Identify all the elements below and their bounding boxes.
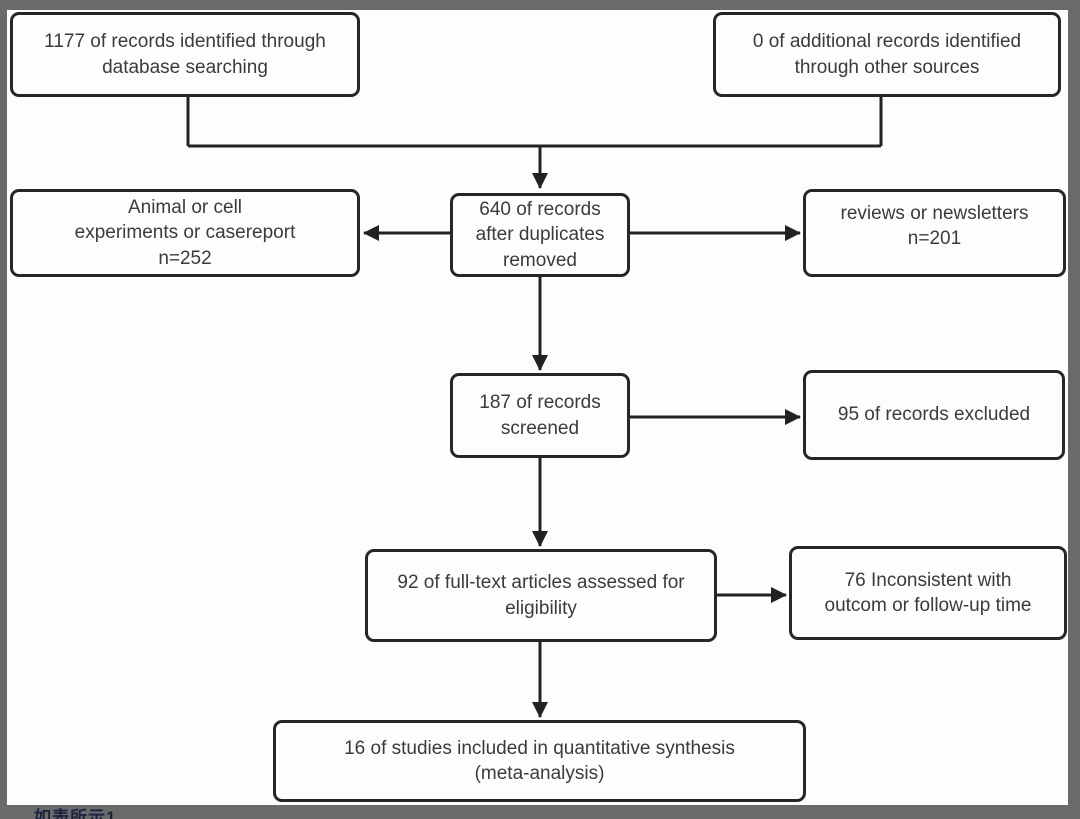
node-records-identified: 1177 of records identified through datab… [10, 12, 360, 97]
caption-text: 如表所示1 [34, 808, 117, 819]
node-included: 16 of studies included in quantitative s… [273, 720, 806, 802]
node-fulltext-assessed-label: 92 of full-text articles assessed for el… [397, 572, 685, 619]
node-after-duplicates-label: 640 of records after duplicates removed [475, 199, 605, 271]
node-after-duplicates: 640 of records after duplicates removed [450, 193, 630, 277]
node-other-sources-label: 0 of additional records identified throu… [752, 31, 1022, 78]
node-included-label: 16 of studies included in quantitative s… [344, 737, 735, 784]
node-inconsistent-excluded: 76 Inconsistent with outcom or follow-up… [789, 546, 1067, 640]
node-animal-excluded: Animal or cell experiments or casereport… [10, 189, 360, 277]
node-records-excluded-label: 95 of records excluded [837, 404, 1031, 426]
node-fulltext-assessed: 92 of full-text articles assessed for el… [365, 549, 717, 642]
node-reviews-excluded: reviews or newsletters n=201 [803, 189, 1066, 277]
node-reviews-excluded-label: reviews or newsletters n=201 [840, 203, 1029, 250]
node-screened: 187 of records screened [450, 373, 630, 458]
node-other-sources: 0 of additional records identified throu… [713, 12, 1061, 97]
node-screened-label: 187 of records screened [479, 392, 601, 439]
node-inconsistent-excluded-label: 76 Inconsistent with outcom or follow-up… [824, 569, 1032, 616]
node-animal-excluded-label: Animal or cell experiments or casereport… [74, 197, 296, 269]
node-records-excluded: 95 of records excluded [803, 370, 1065, 460]
node-records-identified-label: 1177 of records identified through datab… [44, 31, 326, 78]
